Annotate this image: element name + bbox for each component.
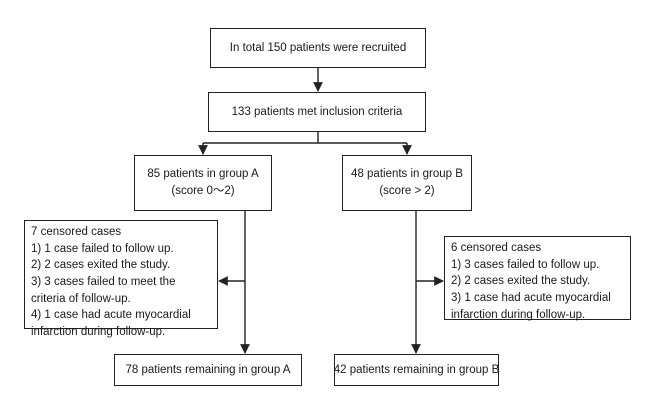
group-b-box: 48 patients in group B (score > 2): [342, 155, 472, 211]
group-a-score: (score 0～2): [171, 185, 235, 197]
recruited-text: In total 150 patients were recruited: [229, 41, 407, 54]
remaining-group-a-text: 78 patients remaining in group A: [125, 363, 291, 376]
censored-a-item: 2) 2 cases exited the study.: [31, 259, 171, 272]
censored-b-item: 2) 2 cases exited the study.: [451, 275, 591, 288]
censored-b-item: 3) 1 case had acute myocardial: [451, 292, 611, 305]
censored-a-item-continued: criteria of follow-up.: [31, 292, 131, 305]
censored-b-item: 1) 3 cases failed to follow up.: [451, 258, 600, 271]
remaining-group-b-text: 42 patients remaining in group B: [333, 363, 500, 376]
censored-b-heading: 6 censored cases: [451, 242, 542, 254]
group-a-box: 85 patients in group A (score 0～2): [134, 155, 272, 211]
group-b-title: 48 patients in group B: [351, 168, 463, 181]
censored-a-item: 1) 1 case failed to follow up.: [31, 242, 174, 255]
inclusion-criteria-box: 133 patients met inclusion criteria: [208, 92, 426, 132]
censored-a-item-continued: infarction during follow-up.: [31, 326, 166, 339]
remaining-group-a-box: 78 patients remaining in group A: [114, 354, 302, 386]
group-b-score: (score > 2): [379, 185, 435, 197]
remaining-group-b-box: 42 patients remaining in group B: [334, 354, 499, 386]
censored-cases-a-box: 7 censored cases 1) 1 case failed to fol…: [24, 220, 218, 338]
censored-b-item-continued: infarction during follow-up.: [451, 308, 586, 321]
censored-a-item: 3) 3 cases failed to meet the: [31, 276, 176, 289]
censored-a-heading: 7 censored cases: [31, 226, 122, 238]
group-a-title: 85 patients in group A: [147, 168, 259, 181]
inclusion-criteria-text: 133 patients met inclusion criteria: [231, 105, 403, 118]
censored-a-item: 4) 1 case had acute myocardial: [31, 309, 191, 322]
censored-cases-b-box: 6 censored cases 1) 3 cases failed to fo…: [444, 236, 631, 321]
recruited-box: In total 150 patients were recruited: [210, 28, 426, 68]
